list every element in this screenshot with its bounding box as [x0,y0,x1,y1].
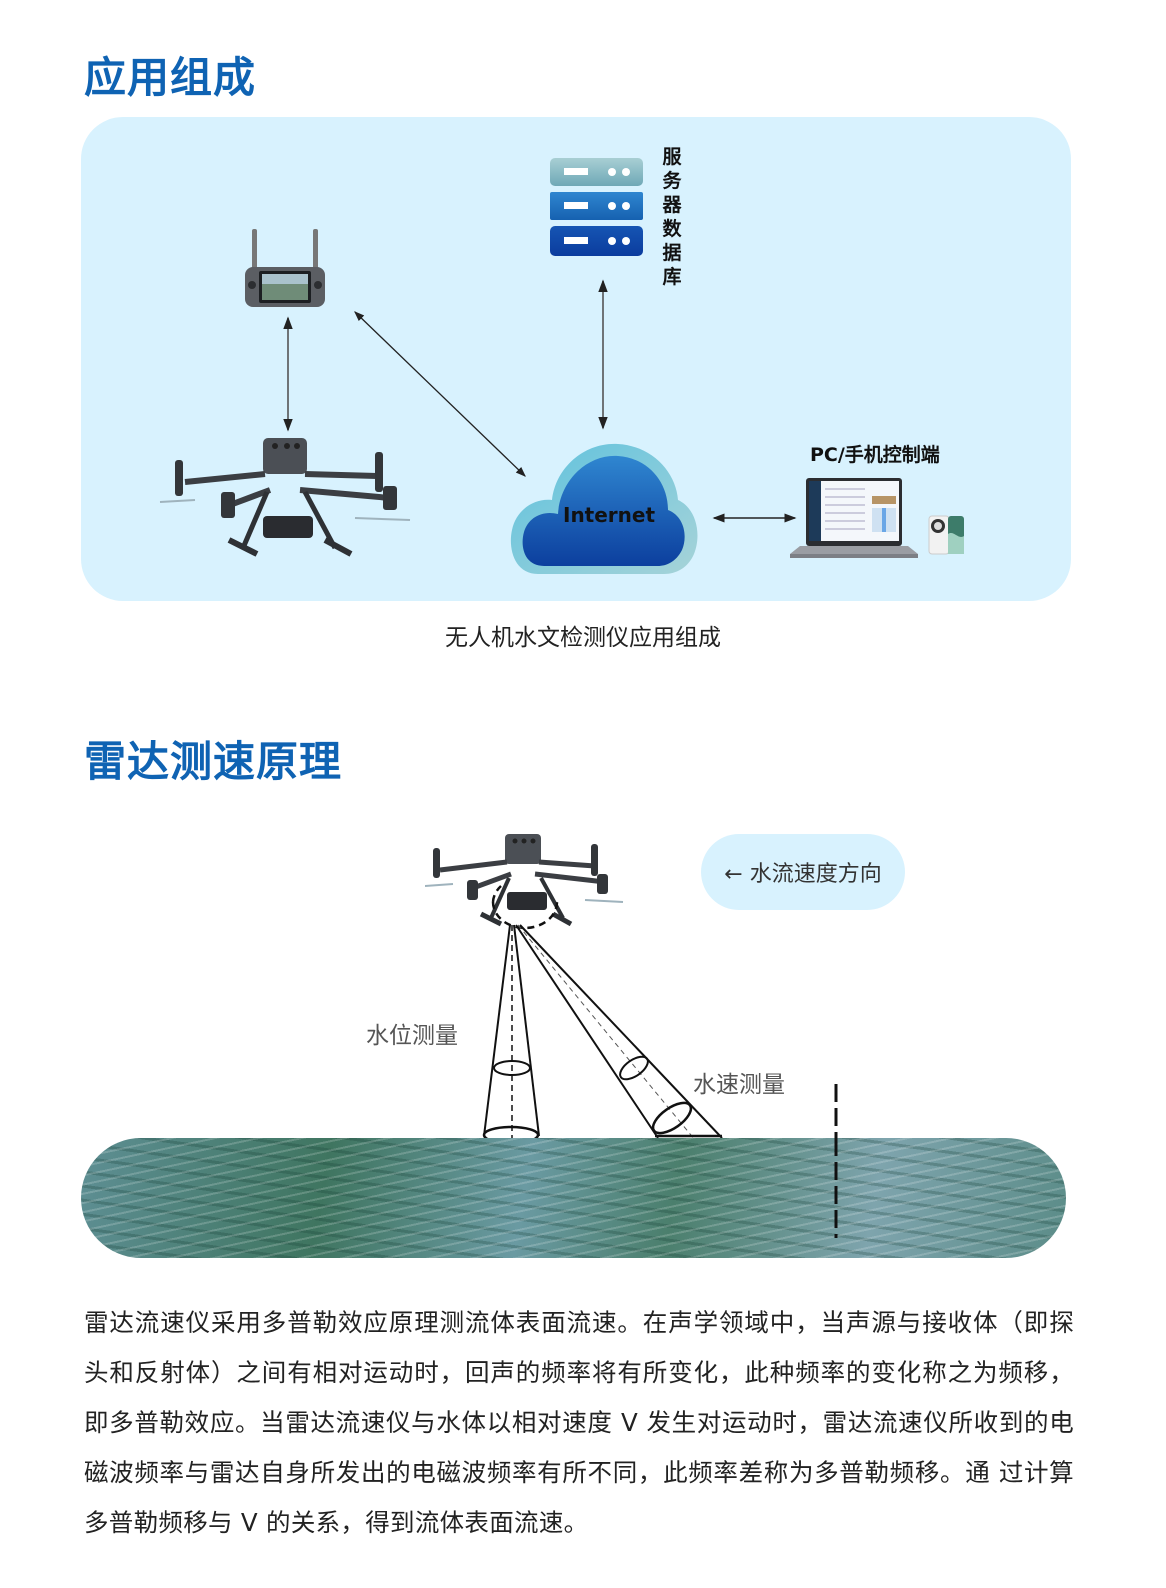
water-speed-measurement-label: 水速测量 [693,1072,785,1098]
flow-direction-badge: ← 水流速度方向 [701,834,905,910]
water-level-measurement-label: 水位测量 [366,1023,458,1049]
composition-caption: 无人机水文检测仪应用组成 [445,625,721,651]
section-title-radar-principle: 雷达测速原理 [84,737,343,786]
internet-label: Internet [563,503,656,527]
laptop-icon [790,478,918,558]
radar-principle-description: 雷达流速仪采用多普勒效应原理测流体表面流速。在声学领域中，当声源与接收体（即探头… [84,1308,1074,1537]
server-database-icon [550,158,643,256]
water-surface-image [81,1138,1066,1258]
pc-mobile-client-label: PC/手机控制端 [810,444,940,466]
gauge-line-overlay [834,1138,838,1238]
mobile-phone-icon [928,515,964,555]
internet-cloud-icon [510,443,698,574]
radar-drone-icon [425,834,624,930]
flow-direction-label: ← 水流速度方向 [724,862,882,887]
connection-arrows [283,279,797,523]
drone-icon [159,438,411,557]
section-title-composition: 应用组成 [84,53,257,102]
server-database-label: 服务器数据库 [662,146,682,288]
radar-beams-diagram [482,924,838,1238]
remote-controller-icon [245,229,325,307]
